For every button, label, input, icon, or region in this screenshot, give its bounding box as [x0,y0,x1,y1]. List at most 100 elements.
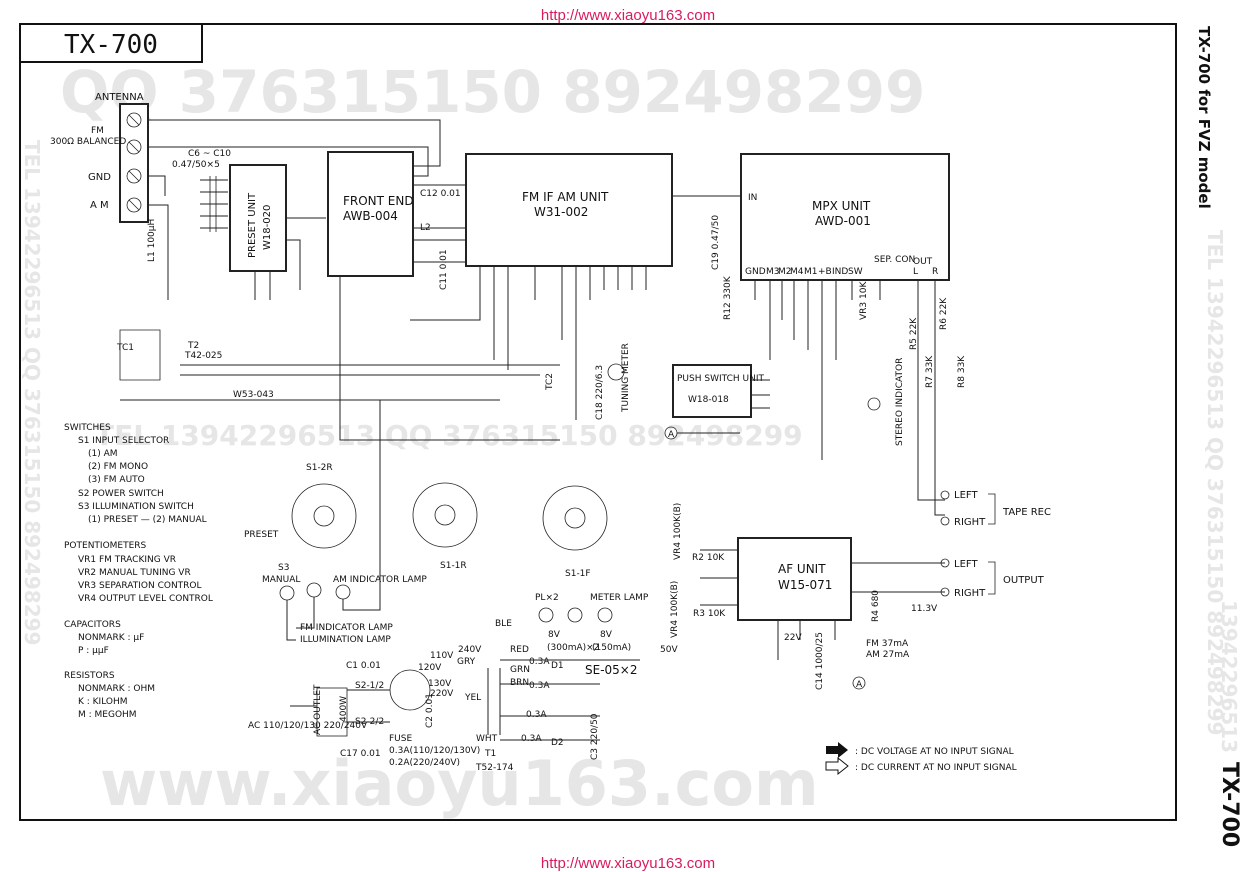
tuning-meter [607,363,625,381]
tape-rec-label: TAPE REC [1002,507,1051,518]
af-unit-name: AF UNIT [778,562,826,576]
push-switch-unit: PUSH SWITCH UNIT W18-018 A [664,364,770,440]
fm-if-name: FM IF AM UNIT [522,190,609,204]
c3-label: C3 220/50 [590,713,600,760]
output-right-label: RIGHT [954,588,986,599]
res-item-2: K : KILOHM [78,697,128,707]
watermark-site: www.xiaoyu163.com [100,747,819,820]
switch-s1-1f: S1-1F [542,485,608,579]
mpx-pin-m3: M3 [766,267,780,277]
res-item-3: M : MEGOHM [78,710,137,720]
pot-item-4: VR4 OUTPUT LEVEL CONTROL [78,594,213,604]
v22-label: 22V [784,633,802,643]
v8b-label: 8V [600,630,613,640]
c6-c10-label: C6 ~ C10 [188,149,231,159]
preset-switch-label: PRESET [244,530,279,540]
switch-item-7: (1) PRESET — (2) MANUAL [88,515,207,525]
c19-label: C19 0.47/50 [711,215,721,270]
watermark-right-vertical-2: 13942296513 [1217,600,1241,753]
c11-label: C11 0.01 [439,249,449,290]
potentiometers-heading: POTENTIOMETERS [64,541,147,551]
watermark-right-vertical: TEL 13942296513 QQ 376315150 892498299 [1203,230,1227,735]
v50-label: 50V [660,645,678,655]
af-unit-code: W15-071 [778,578,832,592]
c14-label: C14 1000/25 [815,632,825,690]
mpx-pin-out: OUT [913,257,933,267]
legend-left: SWITCHES S1 INPUT SELECTOR (1) AM (2) FM… [64,423,213,720]
fuse-label: FUSE [389,734,412,744]
mpx-pin-gnd: GND [745,267,766,277]
t1-label: T1 [484,749,496,759]
a03-2-label: 0.3A [529,681,550,691]
power-supply: PL×2 METER LAMP 8V 8V (300mA)×2 (150mA) … [248,593,678,773]
header-url[interactable]: http://www.xiaoyu163.com [541,7,715,24]
fm-current-label: FM 37mA [866,639,909,649]
connector-a2: A [856,680,863,690]
v110-label: 110V [430,651,454,661]
r12-label: R12 330K [723,275,733,320]
mpx-pin-m1: M1 [804,267,818,277]
se05-label: SE-05×2 [585,663,638,677]
pot-item-1: VR1 FM TRACKING VR [78,555,176,565]
am-current-label: AM 27mA [866,650,910,660]
title-text: TX-700 [64,30,158,60]
antenna-terminal: ANTENNA FM 300Ω BALANCED GND A M [50,92,441,300]
s1-1f-label: S1-1F [565,569,591,579]
r7-label: R7 33K [925,355,935,388]
r6-label: R6 22K [939,297,949,330]
s2-label: S2-1/2 [355,681,384,691]
preset-unit-name: PRESET UNIT [247,192,258,258]
s1-2r-label: S1-2R [306,463,333,473]
d1-label: D1 [551,661,564,671]
front-end-name: FRONT END [343,194,414,208]
ac-outlet-label: AC OUTLET [313,684,323,735]
vr4a-label: VR4 100K(B) [673,503,683,560]
wire-ble: BLE [495,619,512,629]
c18-label: C18 220/6.3 [595,365,605,420]
tape-left-label: LEFT [954,490,978,501]
illumination-lamp-label: ILLUMINATION LAMP [300,635,391,645]
tuning-meter-label: TUNING METER [621,343,631,413]
d2-label: D2 [551,738,564,748]
t2-label: T2 [187,341,199,351]
tape-right-label: RIGHT [954,517,986,528]
s1-1r-label: S1-1R [440,561,467,571]
mpx-unit: MPX UNIT AWD-001 IN GND M3 M2 M4 M1 +B I… [711,153,967,516]
t2-code: T42-025 [184,351,222,361]
hollow-arrow-icon [825,756,849,776]
push-switch-code: W18-018 [688,395,729,405]
manual-label: MANUAL [262,575,300,585]
ma300-label: (300mA)×2 [547,643,599,653]
res-item-1: NONMARK : OHM [78,684,155,694]
filled-arrow-icon [826,742,848,758]
s3-label: S3 [278,563,289,573]
c2-label: C2 0.01 [425,693,435,728]
footer-url[interactable]: http://www.xiaoyu163.com [541,855,715,872]
tc2-label: TC2 [545,373,555,391]
fm-if-code: W31-002 [534,205,588,219]
mpx-name: MPX UNIT [812,199,871,213]
a03-4-label: 0.3A [521,734,542,744]
mpx-pin-sep: SEP. CON [874,255,915,265]
wire-yel: YEL [464,693,481,703]
switch-item-6: S3 ILLUMINATION SWITCH [78,502,194,512]
switches-heading: SWITCHES [64,423,111,433]
r3-label: R3 10K [693,609,726,619]
v8a-label: 8V [548,630,561,640]
capacitors-heading: CAPACITORS [64,620,121,630]
l1-label: L1 100μH [147,219,157,262]
mpx-code: AWD-001 [815,214,871,228]
preset-unit: PRESET UNIT W18-020 C6 ~ C10 0.47/50×5 [172,149,326,300]
front-end-code: AWB-004 [343,209,398,223]
side-model: TX-700 [1217,762,1242,847]
pl-label: PL×2 [535,593,559,603]
w53-label: W53-043 [233,390,274,400]
c12-label: C12 0.01 [420,189,461,199]
switch-item-2: (1) AM [88,449,118,459]
r8-label: R8 33K [957,355,967,388]
c17-label: C17 0.01 [340,749,381,759]
legend-right: : DC VOLTAGE AT NO INPUT SIGNAL : DC CUR… [825,742,1017,776]
meter-lamp-label: METER LAMP [590,593,649,603]
ac-outlet-value: 400W [339,696,349,722]
preset-unit-code: W18-020 [262,205,273,250]
